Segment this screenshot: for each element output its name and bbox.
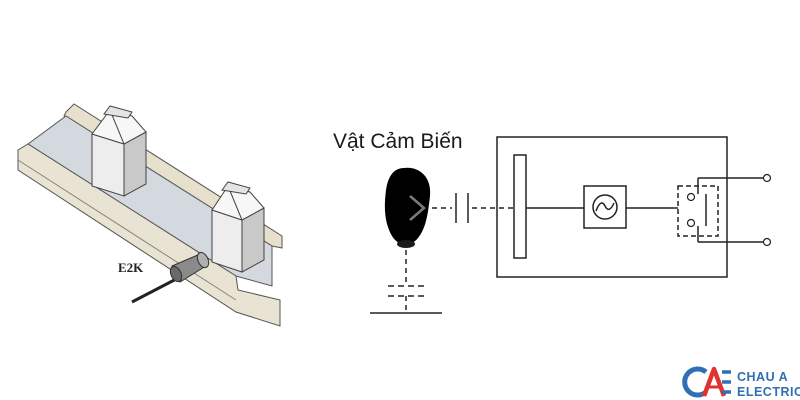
ground-connection [370,250,442,314]
logo-line-1: CHAU A [737,370,788,384]
oscillator-icon [583,185,627,229]
sensed-object [384,167,431,248]
output-wires [698,177,764,243]
logo-mark-icon [682,366,731,398]
milk-carton-2 [211,181,265,273]
proximity-sensor [131,251,210,304]
coupling-capacitor [432,193,514,223]
output-switch [677,178,719,242]
logo-line-2: ELECTRIC [737,385,800,399]
output-terminal-2 [762,237,772,247]
output-terminal-1 [762,173,772,183]
company-logo: CHAU A ELECTRIC [682,366,800,399]
sensor-cable [131,274,183,304]
sensing-electrode [513,154,527,259]
milk-carton-1 [91,105,147,197]
conveyor-illustration: E2K [17,103,283,327]
diagram-title: Vật Cảm Biến [333,130,463,153]
sensor-label: E2K [118,260,144,275]
sensor-housing [496,136,728,278]
